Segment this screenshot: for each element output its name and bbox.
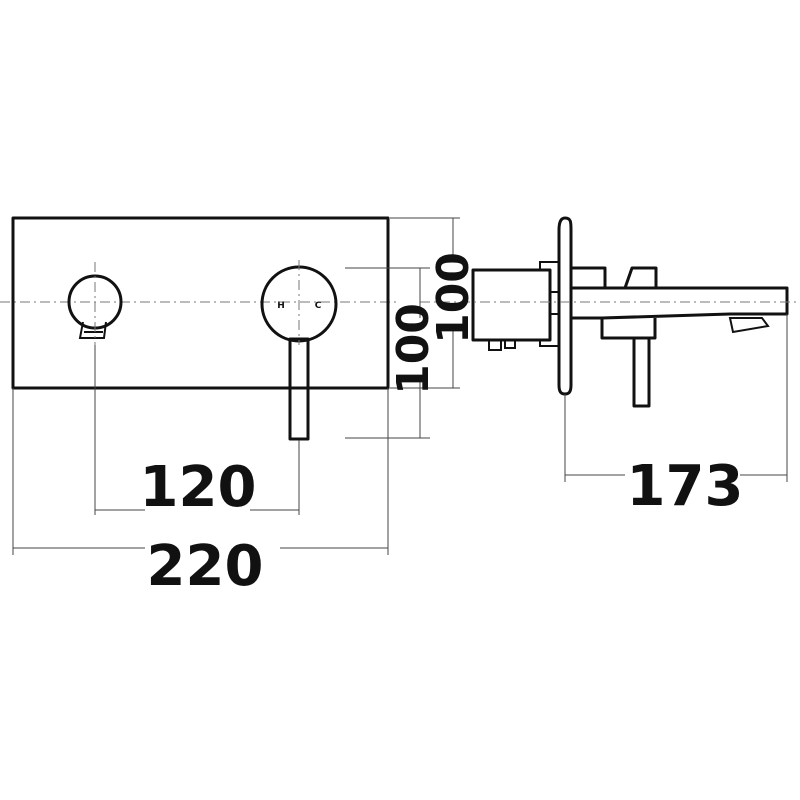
- lever-head: [623, 266, 658, 289]
- spout: [571, 286, 789, 320]
- side-lever-stem: [632, 336, 651, 408]
- lower-fitting-b: [504, 339, 516, 349]
- dimension-plate-width: 220: [147, 534, 264, 599]
- wall-plate: [11, 216, 390, 390]
- lower-fitting-a: [488, 339, 502, 351]
- diverter-knob: [67, 262, 123, 345]
- hot-label: H: [277, 301, 285, 311]
- body-collar: [549, 291, 560, 315]
- dimension-plate-height-a: 100: [428, 252, 479, 344]
- body-block: [471, 268, 552, 342]
- dimension-plate-height-b: 100: [388, 303, 439, 395]
- mixer-lever: H C: [260, 260, 338, 441]
- front-view: H C: [0, 216, 400, 441]
- dimension-lever-spacing: 120: [140, 455, 257, 520]
- wall-flange: [557, 216, 573, 396]
- aerator: [728, 317, 770, 334]
- cold-label: C: [315, 301, 322, 311]
- handle-housing: [571, 266, 657, 340]
- dimension-spout-projection: 173: [627, 454, 744, 519]
- dimension-lines: [12, 217, 788, 555]
- body-step: [539, 261, 559, 347]
